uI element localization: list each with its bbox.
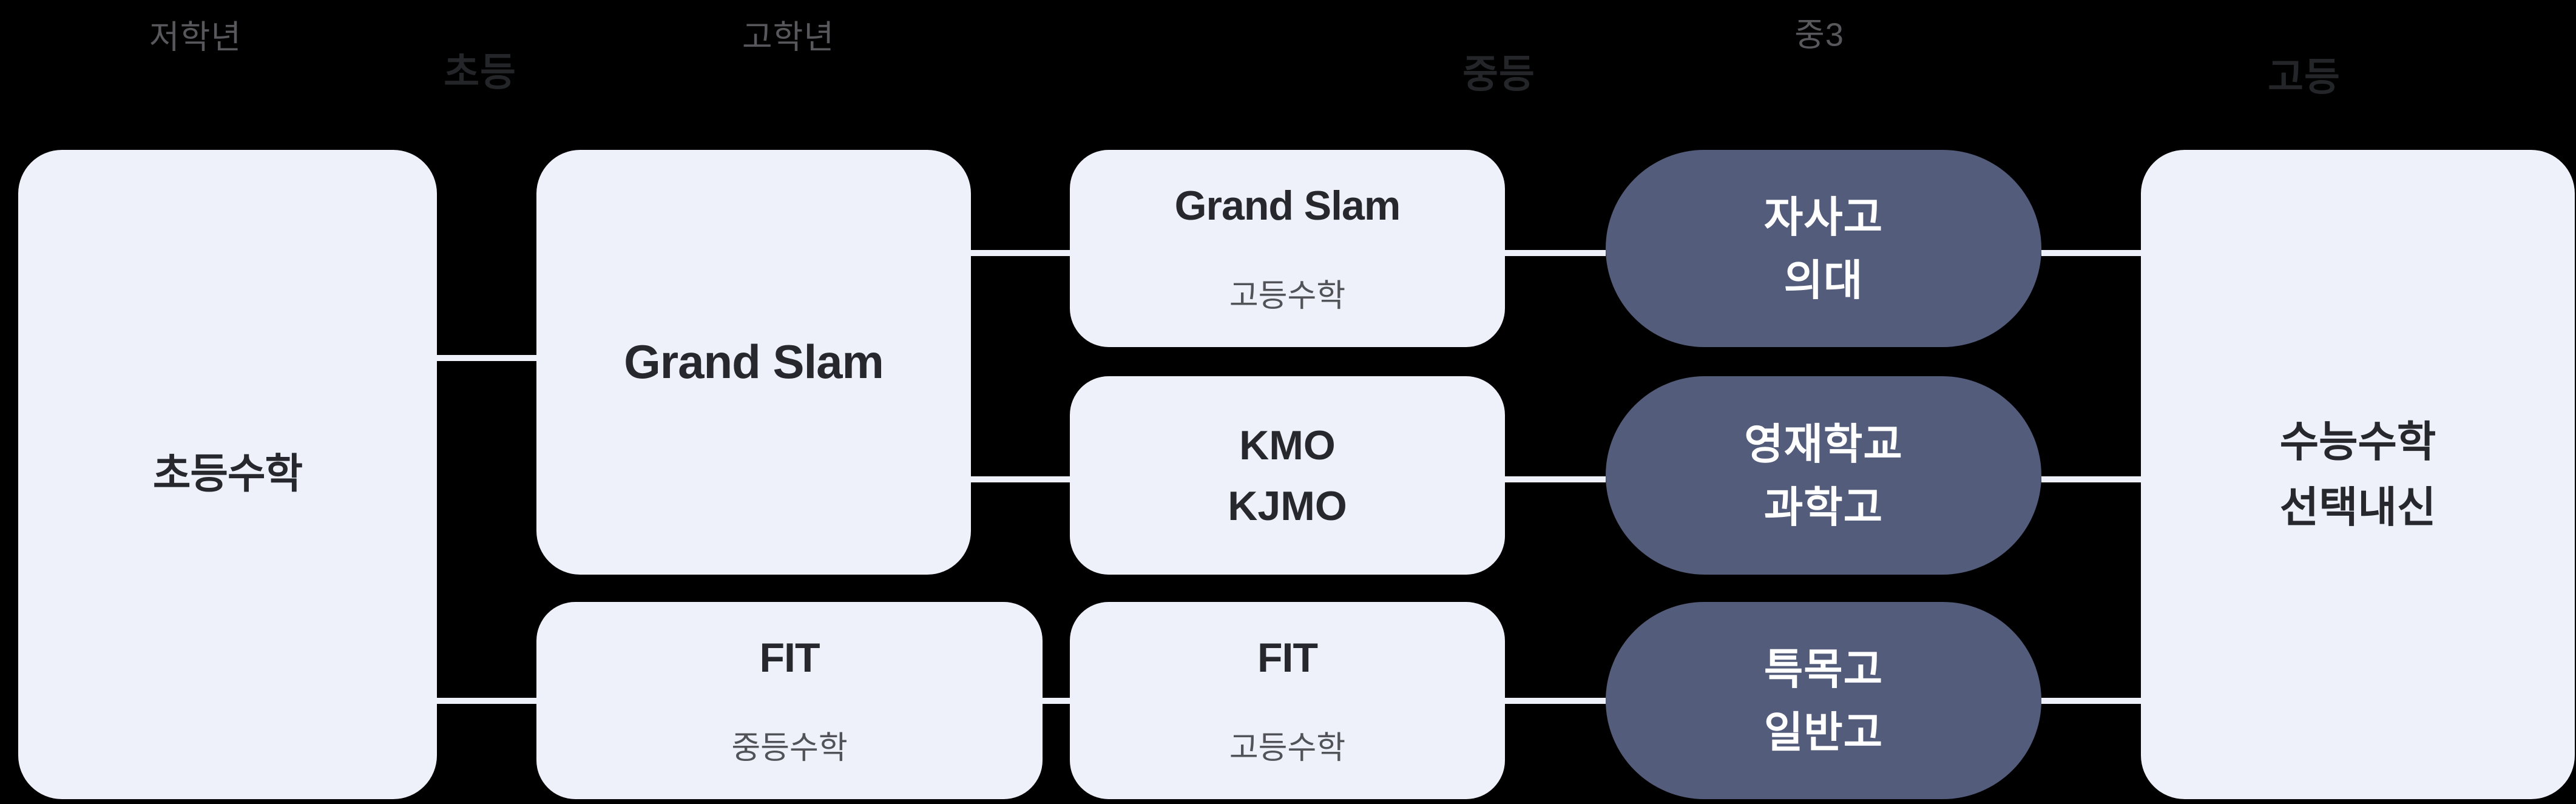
connector-kmo-to-yeongjae (1505, 476, 1606, 482)
connector-fit-middle-to-fit-high (1043, 698, 1070, 704)
stage-label-middle3: 중3 (1794, 16, 1844, 53)
node-yeongjae-line1: 영재학교 (1744, 420, 1903, 468)
connector-elementary-to-fit-middle (437, 698, 536, 704)
node-kmo-kjmo: KMO KJMO (1070, 376, 1505, 575)
node-teukmokgo-line1: 특목고 (1763, 645, 1884, 693)
node-jasago-uidae: 자사고 의대 (1606, 150, 2041, 347)
connector-yeongjae-to-suneung (2041, 476, 2141, 482)
connector-grandslam-to-kmo (971, 476, 1070, 482)
stage-label-low-grade: 저학년 (149, 19, 242, 56)
node-suneung-math: 수능수학 선택내신 (2141, 150, 2575, 799)
node-jasago-line1: 자사고 (1763, 193, 1884, 241)
node-grand-slam: Grand Slam (536, 150, 971, 575)
node-fit-high: FIT 고등수학 (1070, 602, 1505, 799)
node-grand-slam-title: Grand Slam (624, 335, 884, 389)
connector-fit-high-to-teukmokgo (1505, 698, 1606, 704)
node-teukmokgo-ilbango: 특목고 일반고 (1606, 602, 2041, 799)
node-fit-middle-title: FIT (759, 635, 820, 681)
stage-label-high: 고등 (2268, 55, 2341, 99)
node-elementary-math-title: 초등수학 (152, 451, 303, 498)
node-kmo-line2: KJMO (1228, 482, 1347, 529)
connector-grandslam-to-grandslam-high (971, 250, 1070, 256)
stage-label-elementary: 초등 (444, 50, 516, 94)
node-fit-middle-subtitle: 중등수학 (731, 730, 848, 766)
node-fit-middle: FIT 중등수학 (536, 602, 1043, 799)
node-kmo-line1: KMO (1239, 422, 1336, 468)
stage-label-middle: 중등 (1462, 52, 1535, 96)
node-grand-slam-high: Grand Slam 고등수학 (1070, 150, 1505, 347)
node-teukmokgo-line2: 일반고 (1763, 708, 1884, 756)
connector-jasago-to-suneung (2041, 250, 2141, 256)
node-suneung-line1: 수능수학 (2279, 418, 2436, 465)
connector-elementary-to-grandslam (437, 355, 536, 361)
node-grand-slam-high-title: Grand Slam (1174, 183, 1401, 229)
node-jasago-line2: 의대 (1783, 256, 1864, 304)
node-yeongjae-line2: 과학고 (1763, 483, 1884, 531)
connector-teukmokgo-to-suneung (2041, 698, 2141, 704)
stage-label-high-grade: 고학년 (742, 19, 835, 56)
node-elementary-math: 초등수학 (18, 150, 437, 799)
node-fit-high-subtitle: 고등수학 (1229, 730, 1346, 766)
node-suneung-line2: 선택내신 (2279, 484, 2436, 531)
node-grand-slam-high-subtitle: 고등수학 (1229, 278, 1346, 314)
connector-grandslam-high-to-jasago (1505, 250, 1606, 256)
node-fit-high-title: FIT (1257, 635, 1318, 681)
node-yeongjae-gwahakgo: 영재학교 과학고 (1606, 376, 2041, 575)
